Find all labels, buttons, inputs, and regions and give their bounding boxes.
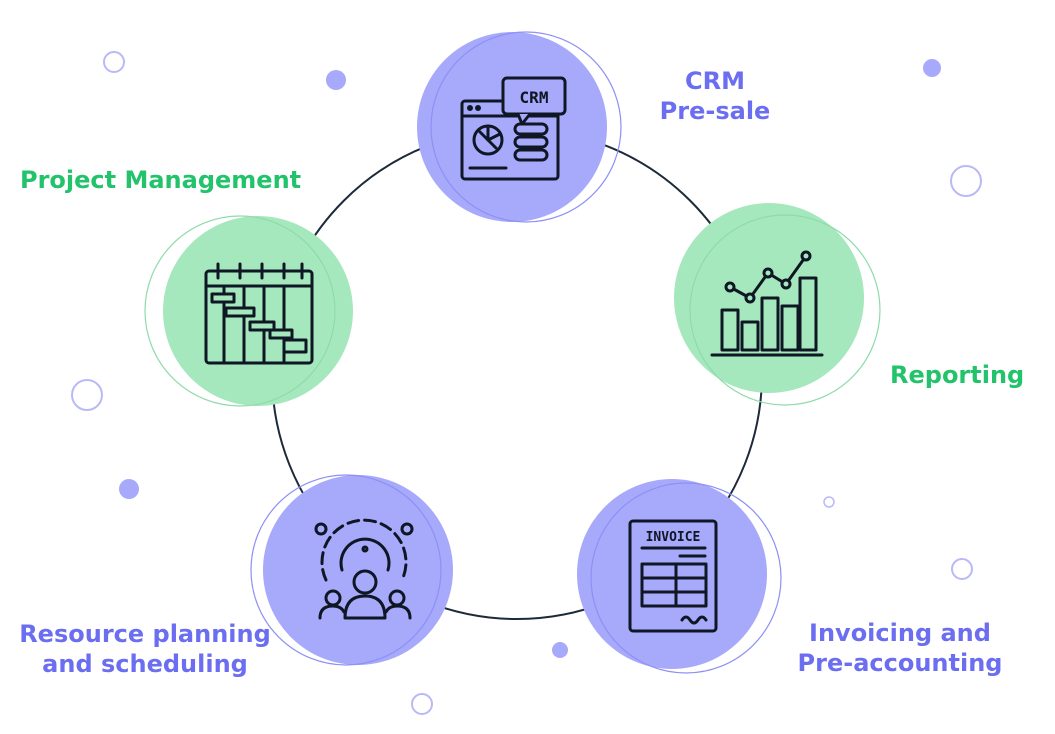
label-invoicing: Invoicing and Pre-accounting [790,618,1010,678]
dot [823,496,835,508]
dot [411,693,433,715]
node-invoicing: INVOICE [577,479,782,674]
label-line: Invoicing and [809,619,991,647]
team-gear-icon [314,518,414,620]
label-resource: Resource planning and scheduling [14,619,276,679]
label-line: Project Management [20,166,302,194]
bar-chart-icon [710,250,824,357]
dot [923,59,941,77]
label-line: Pre-sale [659,97,771,125]
label-line: Resource planning [19,620,271,648]
invoice-document-icon [628,519,718,633]
label-project: Project Management [20,165,301,195]
dot [951,558,973,580]
dot [103,51,125,73]
invoice-icon-text: INVOICE [646,530,701,545]
label-line: CRM [685,67,745,95]
crm-icon-text: CRM [520,88,549,107]
crm-dashboard-icon [460,76,567,181]
label-reporting: Reporting [890,360,1024,390]
decorative-dots [71,51,982,715]
node-reporting [674,203,881,406]
label-line: Pre-accounting [797,649,1003,677]
label-line: and scheduling [42,650,248,678]
label-crm: CRM Pre-sale [640,66,790,126]
dot [326,70,346,90]
label-line: Reporting [890,361,1025,389]
dot [950,165,982,197]
dot [552,642,568,658]
node-resource [250,474,453,666]
node-project [144,215,353,407]
dot [71,379,103,411]
dot [119,479,139,499]
gantt-calendar-icon [204,262,314,365]
node-crm: CRM [417,31,622,223]
